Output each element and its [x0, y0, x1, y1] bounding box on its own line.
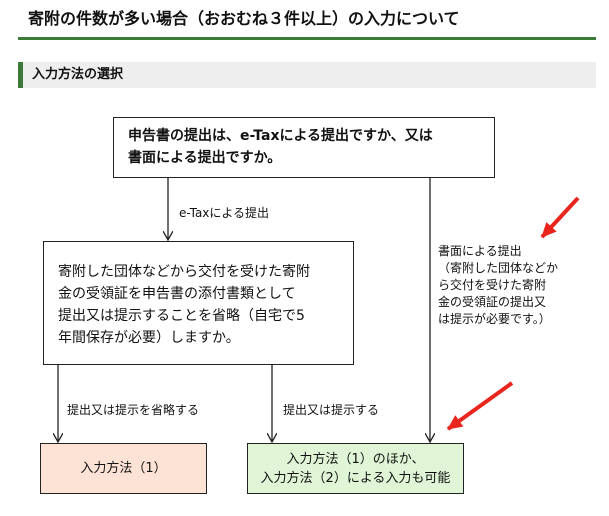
- label-omit: 提出又は提示を省略する: [67, 403, 200, 417]
- paper-line: 金の受領証の提出又: [438, 295, 547, 309]
- question2-line: 寄附した団体などから交付を受けた寄附: [58, 264, 310, 280]
- result-method-1-label: 入力方法（1）: [80, 460, 167, 476]
- label-submit: 提出又は提示する: [283, 403, 380, 417]
- question2-line: 年間保存が必要）しますか。: [58, 330, 240, 346]
- question-receipt-omission: 寄附した団体などから交付を受けた寄附 金の受領証を申告書の添付書類として 提出又…: [43, 241, 354, 365]
- result-method-1-and-2: 入力方法（1）のほか、 入力方法（2）による入力も可能: [247, 443, 464, 494]
- question1-line: 申告書の提出は、e-Taxによる提出ですか、又は: [128, 128, 433, 144]
- paper-line: 書面による提出: [438, 244, 522, 258]
- question2-line: 金の受領証を申告書の添付書類として: [58, 286, 296, 302]
- section-heading: 入力方法の選択: [18, 62, 596, 88]
- page-title: 寄附の件数が多い場合（おおむね３件以上）の入力について: [18, 4, 596, 40]
- result-method-1: 入力方法（1）: [40, 443, 207, 494]
- label-paper: 書面による提出 （寄附した団体などか ら交付を受けた寄附 金の受領証の提出又 は…: [438, 243, 558, 328]
- pointer-arrow-paper: [540, 196, 580, 239]
- result2-line: 入力方法（2）による入力も可能: [260, 470, 451, 486]
- question1-line: 書面による提出ですか。: [128, 150, 282, 166]
- result-method-1-and-2-text: 入力方法（1）のほか、 入力方法（2）による入力も可能: [261, 450, 451, 488]
- pointer-arrow-result: [446, 381, 514, 431]
- paper-line: は提示が必要です。）: [438, 312, 551, 326]
- result2-line: 入力方法（1）のほか、: [286, 451, 425, 467]
- question2-line: 提出又は提示することを省略（自宅で5: [58, 308, 305, 324]
- paper-line: ら交付を受けた寄附: [438, 278, 547, 292]
- paper-line: （寄附した団体などか: [438, 261, 559, 275]
- question-submission-method: 申告書の提出は、e-Taxによる提出ですか、又は 書面による提出ですか。: [113, 117, 495, 178]
- label-etax: e-Taxによる提出: [179, 206, 270, 220]
